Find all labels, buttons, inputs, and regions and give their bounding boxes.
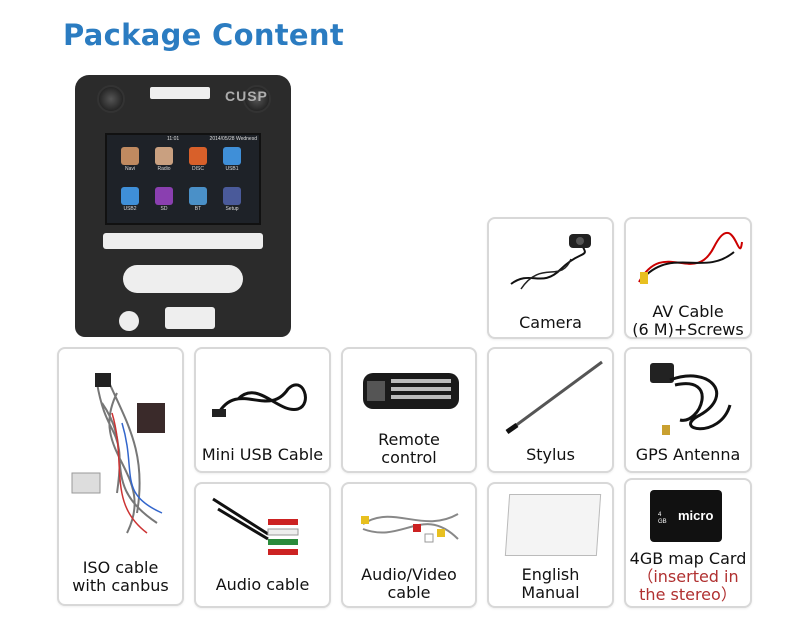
disc-slot bbox=[150, 87, 210, 99]
page-title: Package Content bbox=[63, 18, 345, 52]
item-label-2: with canbus bbox=[72, 576, 169, 595]
item-label: ISO cable bbox=[82, 558, 159, 577]
item-iso-cable: ISO cable with canbus bbox=[57, 347, 184, 606]
av-harness-icon bbox=[361, 513, 459, 543]
item-label: AV Cable bbox=[652, 302, 724, 321]
navi-icon bbox=[121, 147, 139, 165]
app-label-disc: DISC bbox=[192, 166, 204, 172]
radio-icon bbox=[155, 147, 173, 165]
item-label: Remote bbox=[378, 430, 440, 449]
item-label: GPS Antenna bbox=[635, 445, 741, 464]
manual-icon bbox=[504, 494, 602, 556]
app-label-usb2: USB2 bbox=[123, 206, 137, 212]
item-label-2: Manual bbox=[521, 583, 580, 602]
remote-icon bbox=[363, 373, 459, 409]
item-label: English bbox=[521, 565, 580, 584]
item-av-cable: AV Cable (6 M)+Screws bbox=[624, 217, 752, 339]
sd-logo: micro bbox=[678, 508, 714, 523]
av-cable-icon bbox=[638, 231, 743, 284]
usb2-icon bbox=[121, 187, 139, 205]
bt-icon bbox=[189, 187, 207, 205]
screen-date: 2014/05/28 Wednesd bbox=[209, 136, 257, 142]
item-label: Audio cable bbox=[215, 575, 310, 594]
brand-watermark: CUSP bbox=[225, 88, 268, 104]
usb-icon bbox=[223, 147, 241, 165]
item-audio-cable: Audio cable bbox=[194, 482, 331, 608]
app-label-sd: SD bbox=[160, 206, 168, 212]
sd-size: 4 GB bbox=[658, 512, 667, 525]
app-label-setup: Setup bbox=[225, 206, 239, 212]
item-label: Audio/Video bbox=[361, 565, 457, 584]
app-label-usb1: USB1 bbox=[225, 166, 239, 172]
item-camera: Camera bbox=[487, 217, 614, 339]
sd-icon bbox=[155, 187, 173, 205]
disc-icon bbox=[189, 147, 207, 165]
usb-cable-icon bbox=[212, 383, 307, 417]
setup-icon bbox=[223, 187, 241, 205]
item-label: Mini USB Cable bbox=[201, 445, 324, 464]
screen-time: 11:01 bbox=[167, 136, 180, 142]
item-mini-usb-cable: Mini USB Cable bbox=[194, 347, 331, 473]
item-audio-video-cable: Audio/Video cable bbox=[341, 482, 477, 608]
vent-slot bbox=[103, 233, 263, 249]
item-english-manual: English Manual bbox=[487, 482, 614, 608]
item-gps-antenna: GPS Antenna bbox=[624, 347, 752, 473]
item-label-2: cable bbox=[387, 583, 431, 602]
item-map-card: 4 GB micro 4GB map Card （inserted in the… bbox=[624, 478, 752, 608]
gps-antenna-icon bbox=[650, 363, 732, 435]
camera-icon bbox=[510, 234, 591, 290]
item-label-2: （inserted in bbox=[637, 567, 739, 586]
stereo-screen: 11:01 2014/05/28 Wednesd Navi Radio DISC… bbox=[105, 133, 261, 225]
microsd-card-icon: 4 GB micro bbox=[650, 490, 722, 542]
item-stylus: Stylus bbox=[487, 347, 614, 473]
item-label-2: control bbox=[381, 448, 437, 467]
stylus-icon bbox=[505, 360, 603, 435]
vent-slot-2 bbox=[165, 307, 215, 329]
app-label-radio: Radio bbox=[157, 166, 171, 172]
vent-panel bbox=[123, 265, 243, 293]
iso-cable-icon bbox=[71, 373, 165, 534]
item-label: 4GB map Card bbox=[629, 549, 747, 568]
vent-button bbox=[119, 311, 139, 331]
tune-knob bbox=[243, 85, 271, 113]
volume-knob bbox=[97, 85, 125, 113]
audio-cable-icon bbox=[212, 497, 299, 555]
item-label: Camera bbox=[519, 313, 582, 332]
item-remote-control: Remote control bbox=[341, 347, 477, 473]
app-label-navi: Navi bbox=[124, 166, 135, 172]
app-label-bt: BT bbox=[194, 206, 202, 212]
item-label-3: the stereo） bbox=[639, 585, 737, 604]
stereo-image: CUSP 11:01 2014/05/28 Wednesd Navi Radio… bbox=[75, 75, 291, 337]
item-label: Stylus bbox=[526, 445, 575, 464]
item-label-2: (6 M)+Screws bbox=[632, 320, 744, 339]
